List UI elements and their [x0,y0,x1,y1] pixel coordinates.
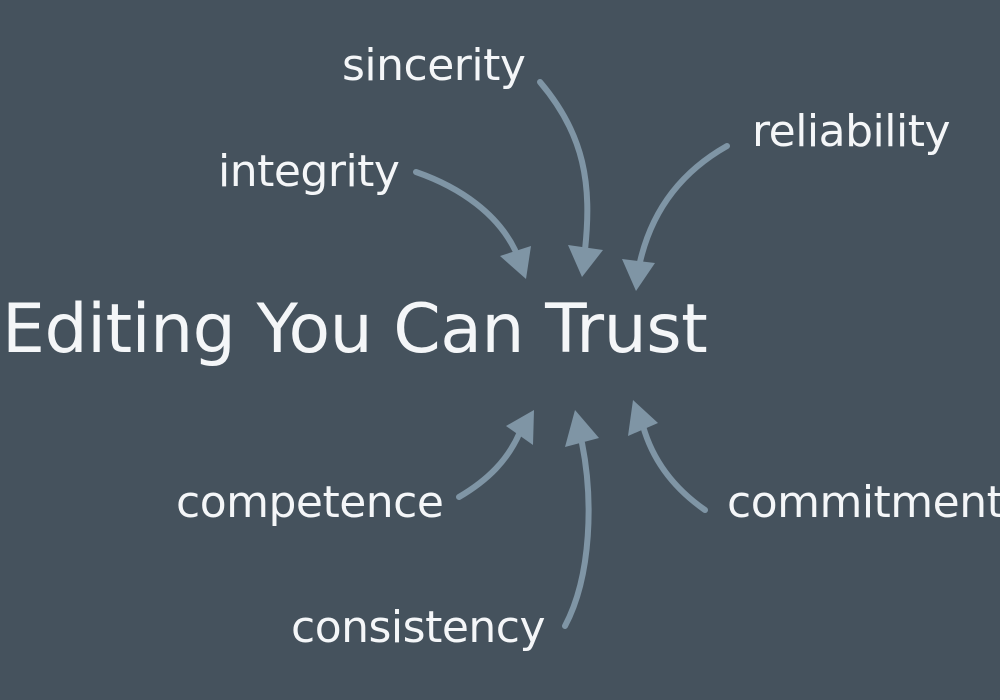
arrow-consistency [562,410,599,629]
label-competence: competence [176,477,444,528]
label-sincerity: sincerity [342,40,526,91]
arrow-commitment [628,400,708,513]
label-reliability: reliability [752,106,951,157]
arrow-reliability [622,143,730,291]
central-title: Editing You Can Trust [2,290,708,369]
arrow-competence [456,410,534,500]
arrow-integrity [413,169,531,279]
label-consistency: consistency [291,602,546,653]
label-commitment: commitment [727,477,1000,528]
arrow-sincerity [537,79,603,277]
label-integrity: integrity [218,146,400,197]
